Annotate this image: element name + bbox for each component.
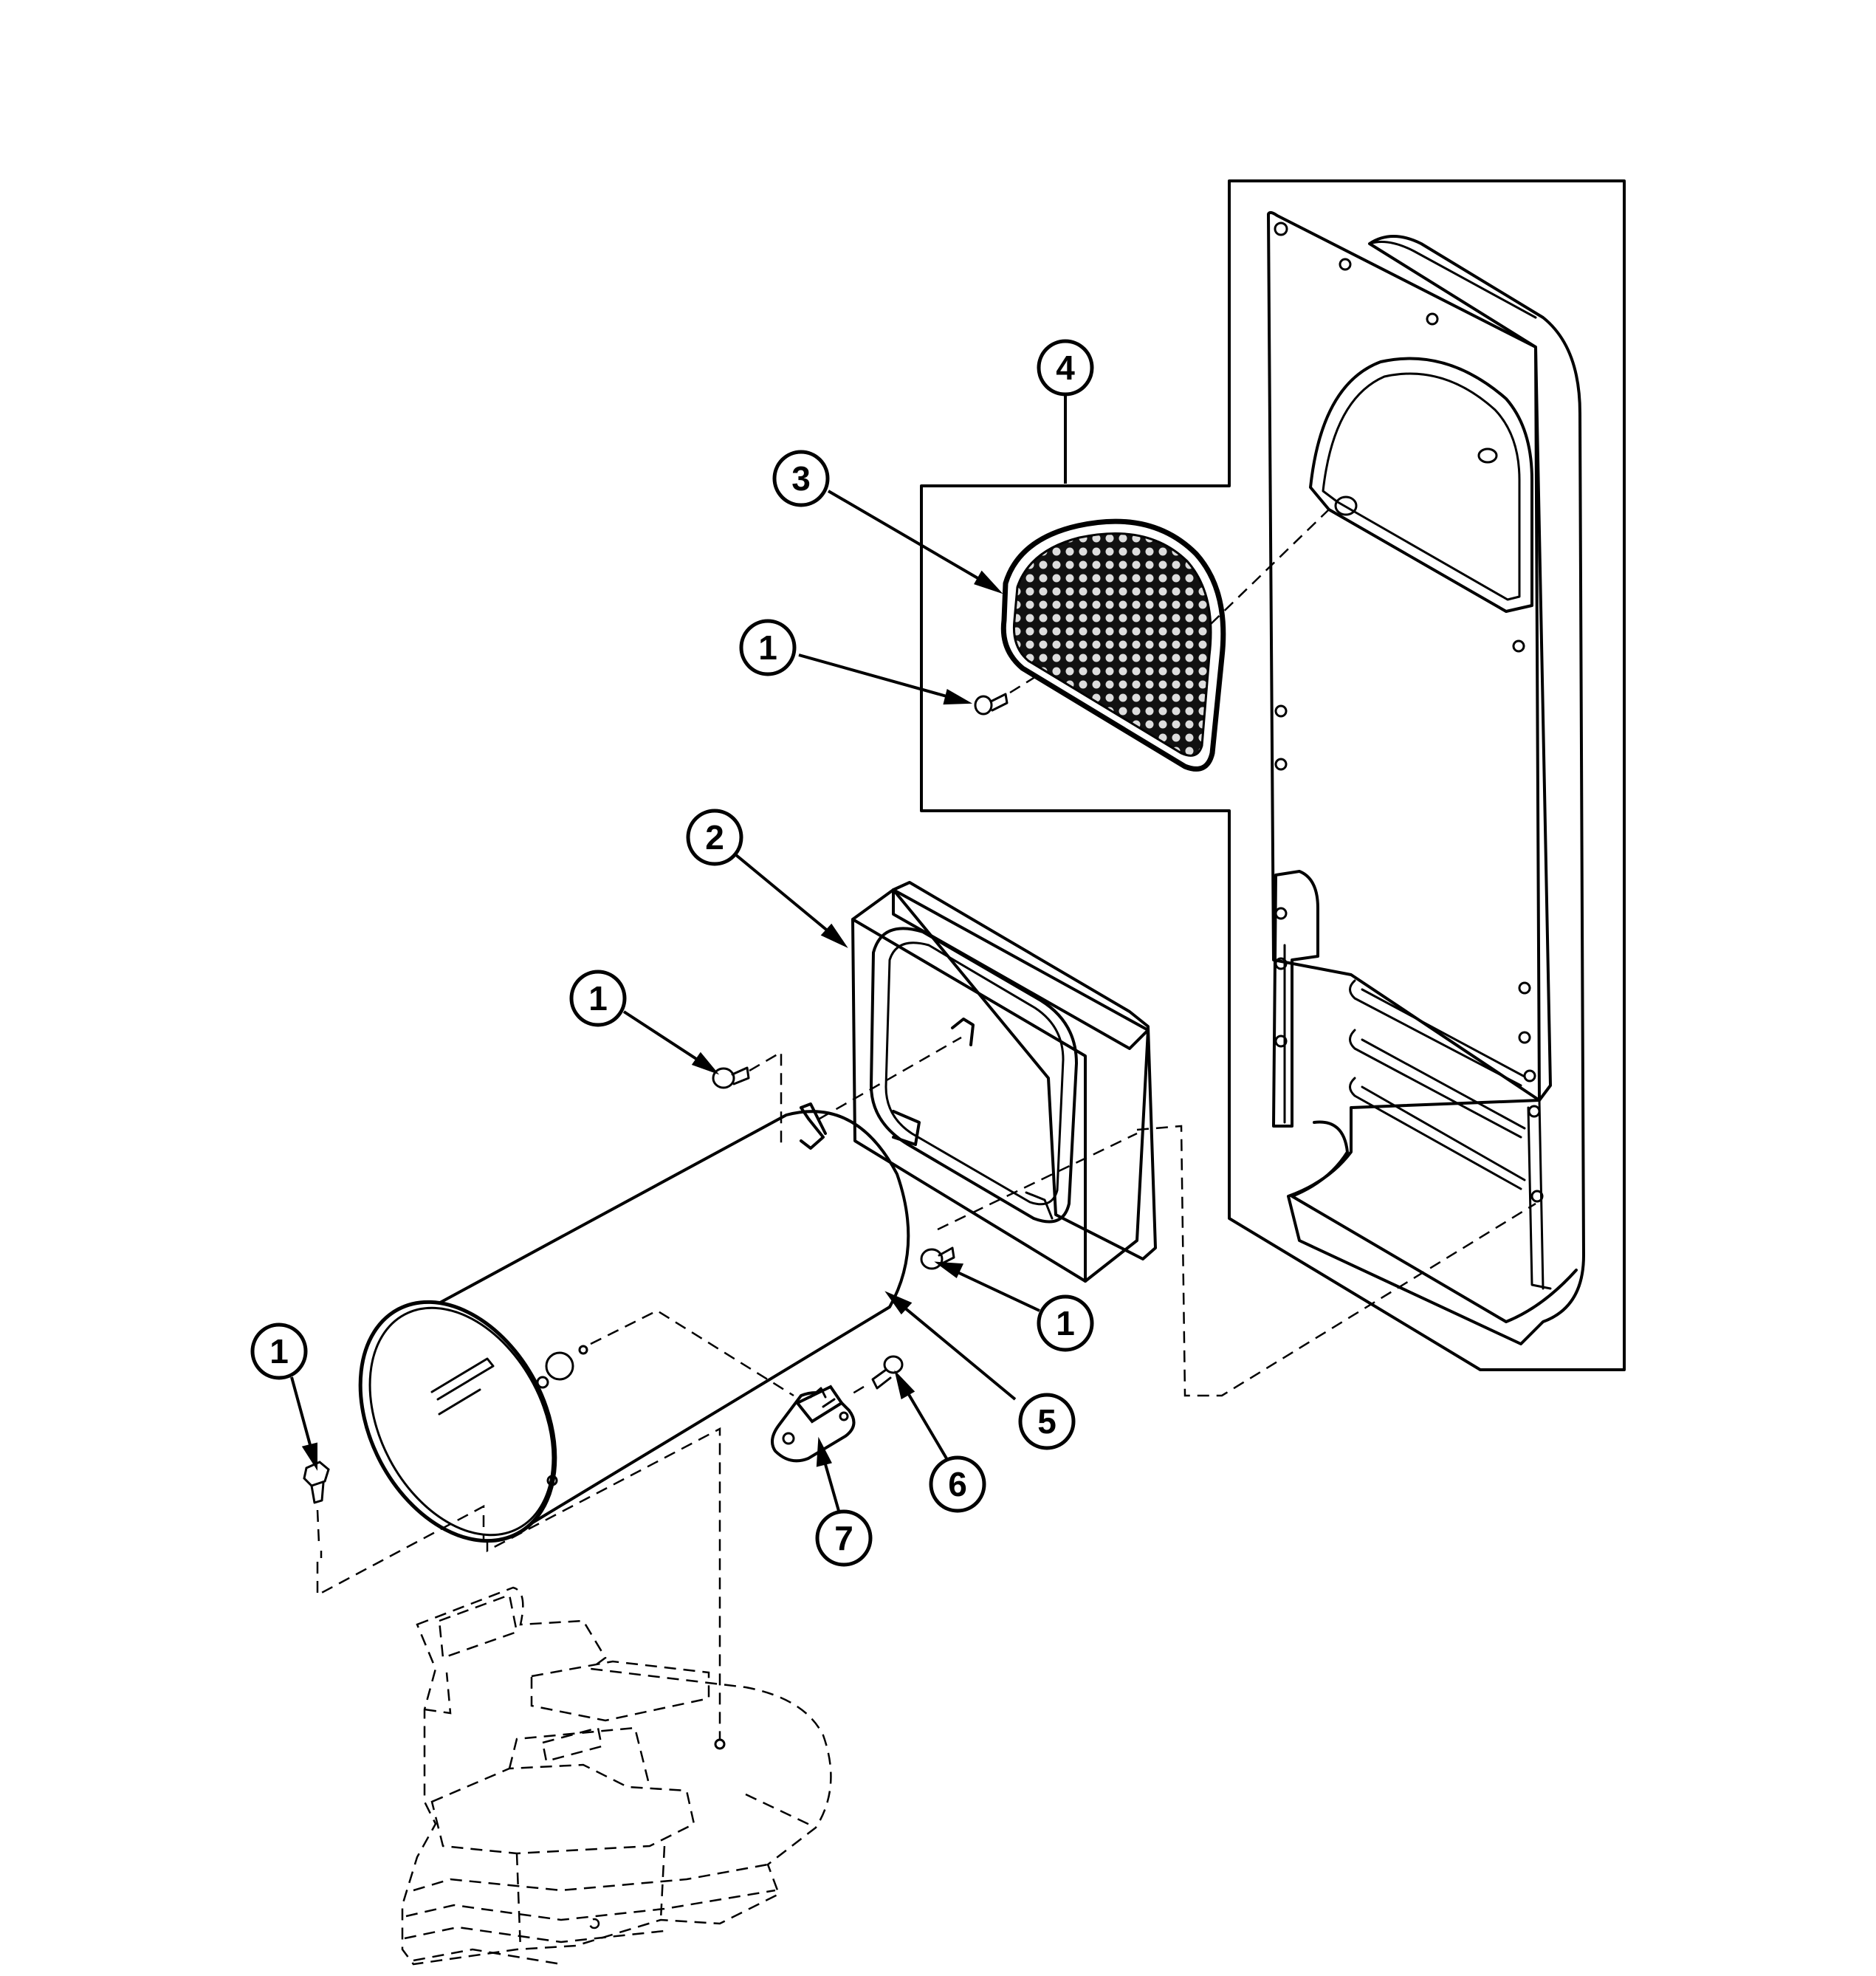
- duct-screw-lower: [920, 1246, 955, 1270]
- callout-c1a: 1: [739, 619, 797, 676]
- burner-housing-ghost: [401, 1586, 832, 1966]
- callout-c1b: 1: [569, 970, 627, 1027]
- callout-number: 1: [269, 1332, 289, 1370]
- callout-number: 1: [758, 628, 777, 667]
- rear-panel: [920, 179, 1626, 1371]
- lint-screen: [1000, 518, 1226, 772]
- duct-adapter: [851, 881, 1157, 1283]
- leader-lines: [290, 393, 1067, 1522]
- callout-number: 3: [791, 459, 811, 498]
- panel-ribs: [1349, 979, 1526, 1190]
- callout-circle: [772, 450, 830, 507]
- callout-number: 4: [1056, 349, 1075, 387]
- screen-screw: [974, 693, 1009, 716]
- heater-duct: [358, 1102, 910, 1543]
- callout-number: 2: [705, 818, 724, 857]
- callout-c6: 6: [929, 1455, 986, 1513]
- callout-c5: 5: [1018, 1393, 1076, 1450]
- callout-c1d: 1: [250, 1323, 308, 1380]
- callout-circle: [929, 1455, 986, 1513]
- base-screw: [303, 1461, 330, 1504]
- callout-circle: [686, 809, 743, 866]
- callouts: 4 3 1 2 1 1 1 5 6 7: [250, 339, 1094, 1567]
- callout-circle: [815, 1509, 873, 1567]
- callout-number: 1: [588, 979, 608, 1018]
- duct-screw-upper: [712, 1066, 750, 1089]
- callout-circle: [250, 1323, 308, 1380]
- callout-circle: [739, 619, 797, 676]
- thermostat: [771, 1385, 856, 1463]
- callout-circle: [569, 970, 627, 1027]
- callout-c4: 4: [1037, 339, 1094, 397]
- thermostat-screw: [871, 1355, 904, 1390]
- callout-number: 7: [834, 1519, 853, 1557]
- callout-c3: 3: [772, 450, 830, 507]
- callout-c7: 7: [815, 1509, 873, 1567]
- panel-holes: [1274, 222, 1544, 1203]
- callout-c2: 2: [686, 809, 743, 866]
- callout-c1c: 1: [1037, 1294, 1094, 1352]
- callout-circle: [1037, 1294, 1094, 1352]
- callout-circle: [1018, 1393, 1076, 1450]
- callout-number: 6: [948, 1465, 967, 1503]
- callout-number: 1: [1056, 1304, 1075, 1342]
- callout-circle: [1037, 339, 1094, 397]
- callout-number: 5: [1037, 1402, 1056, 1441]
